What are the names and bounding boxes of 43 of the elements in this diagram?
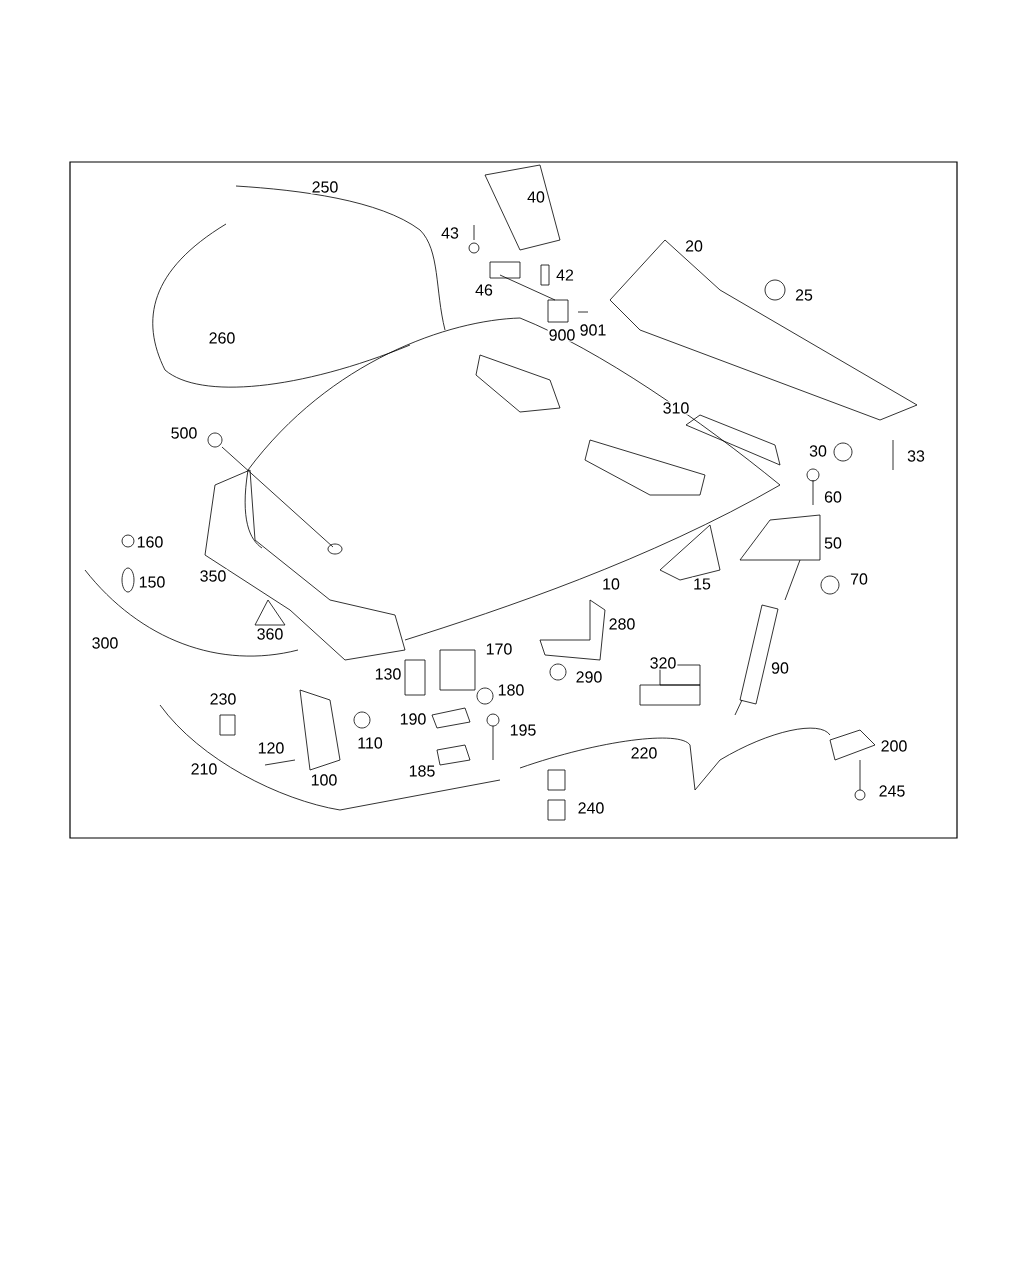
callout-number: 50 xyxy=(823,536,843,550)
callout-number: 210 xyxy=(189,762,219,776)
callout-number: 901 xyxy=(578,323,608,337)
callout-number: 110 xyxy=(356,736,384,750)
callout-number: 160 xyxy=(135,535,165,549)
callout-number: 46 xyxy=(474,283,494,297)
callout-number: 150 xyxy=(137,575,167,589)
callout-number: 170 xyxy=(484,642,514,656)
callout-number: 195 xyxy=(508,723,538,737)
callout-number: 300 xyxy=(90,636,120,650)
callout-number: 60 xyxy=(823,490,843,504)
callout-number: 240 xyxy=(576,801,606,815)
callout-number: 10 xyxy=(601,577,621,591)
callout-number: 20 xyxy=(684,239,704,253)
callout-number: 290 xyxy=(574,670,604,684)
callout-number: 90 xyxy=(770,661,790,675)
callout-number: 200 xyxy=(879,739,909,753)
callout-number: 360 xyxy=(255,627,285,641)
callout-number: 190 xyxy=(398,712,428,726)
callout-number: 310 xyxy=(661,401,691,415)
callout-number: 245 xyxy=(877,784,907,798)
callout-number: 42 xyxy=(555,268,575,282)
callout-number: 120 xyxy=(256,741,286,755)
callout-number: 280 xyxy=(607,617,637,631)
callout-number: 30 xyxy=(808,444,828,458)
callout-number: 43 xyxy=(440,226,460,240)
callout-number: 33 xyxy=(906,449,926,463)
callout-number: 40 xyxy=(526,190,546,204)
callout-number: 15 xyxy=(692,577,712,591)
callout-number: 500 xyxy=(169,426,199,440)
callout-number: 260 xyxy=(207,331,237,345)
callout-number: 130 xyxy=(373,667,403,681)
callout-number: 250 xyxy=(310,180,340,194)
callout-number: 25 xyxy=(794,288,814,302)
callout-number: 100 xyxy=(309,773,339,787)
callout-number: 350 xyxy=(198,569,228,583)
callout-number: 180 xyxy=(496,683,526,697)
callout-number: 220 xyxy=(629,746,659,760)
callout-number: 900 xyxy=(547,328,577,342)
callout-number: 70 xyxy=(849,572,869,586)
callout-number: 320 xyxy=(648,656,678,670)
callout-number: 230 xyxy=(208,692,238,706)
callout-number: 185 xyxy=(407,764,437,778)
